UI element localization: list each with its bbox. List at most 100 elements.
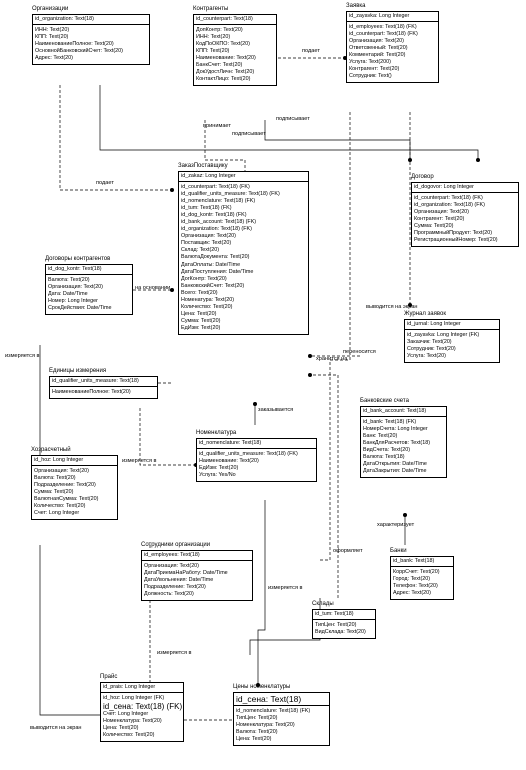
entity-key: id_сена: Text(18): [234, 693, 329, 706]
entity-attr: id_dog_kontr: Text(18) (FK): [181, 212, 247, 219]
entity-title: Склады: [312, 601, 334, 607]
entity-attr: Банк: Text(20): [363, 433, 398, 440]
entity-attr: Валюта: Text(20): [236, 729, 278, 736]
entity-attr: Заказчик: Text(20): [407, 339, 452, 346]
entity-box: id_zayavka: Long Integer id_employees: T…: [346, 11, 439, 84]
entity-bankovskie-scheta[interactable]: Банковские счета id_bank_account: Text(1…: [360, 398, 447, 479]
relation-label: характеризует: [377, 522, 415, 528]
entity-attr: id_counterpart: Text(18) (FK): [349, 31, 418, 38]
entity-edinicy-izmereniya[interactable]: Единицы измерения id_qualifier_units_mea…: [49, 368, 158, 400]
entity-attr: id_counterpart: Text(18) (FK): [181, 184, 250, 190]
entity-attr: РегистрационныйНомер: Text(20): [414, 237, 498, 244]
entity-attr: ИНН: Text(20): [35, 27, 70, 33]
entity-hozraschetnyj[interactable]: Хозрасчетный id_hoz: Long Integer Органи…: [31, 447, 118, 521]
entity-dogovor[interactable]: Договор id_dogovor: Long Integer id_coun…: [411, 174, 519, 248]
entity-title: Организации: [32, 6, 69, 12]
entity-attr: Город: Text(20): [393, 576, 431, 583]
relation-label: измеряется в: [157, 650, 192, 656]
entity-box: id_tum: Text(18) ТипЦен: Text(20) ВидСкл…: [312, 609, 376, 640]
entity-attr: ИНН: Text(20): [196, 34, 231, 41]
entity-attr: Цена: Text(20): [103, 725, 139, 732]
entity-attr: Комментарий: Text(20): [349, 52, 406, 59]
entity-attr: Ответсвенный: Text(20): [349, 45, 408, 52]
entity-kontragenty[interactable]: Контрагенты id_counterpart: Text(18) Доп…: [193, 6, 277, 87]
relation-label: подписывает: [276, 116, 310, 122]
entity-key: id_dogovor: Long Integer: [412, 183, 518, 193]
entity-zhurnal-zayavok[interactable]: Журнал заявок id_jurnal: Long Integer id…: [404, 311, 500, 364]
entity-attr: id_employees: Text(18) (FK): [349, 24, 417, 30]
entity-attrs: id_hoz: Long Integer (FK) id_сена: Text(…: [101, 693, 183, 741]
entity-title: Контрагенты: [193, 6, 229, 12]
entity-box: id_dogovor: Long Integer id_counterpart:…: [411, 182, 519, 248]
entity-attr: ДатаОплаты: Date/Time: [181, 261, 241, 268]
entity-attr: Цена: Text(20): [236, 736, 272, 743]
entity-attrs: id_qualifier_units_measure: Text(18) (FK…: [197, 449, 316, 481]
entity-title: ЗаказПоставщику: [178, 163, 228, 169]
entity-attr: ЕдИзм: Text(20): [199, 465, 239, 472]
entity-prais[interactable]: Прайс id_prais: Long Integer id_hoz: Lon…: [100, 674, 184, 743]
entity-attr: Услуга: Text(200): [349, 59, 391, 66]
entity-attr: ПрограммныйПродукт: Text(20): [414, 230, 493, 237]
entity-attrs: id_bank: Text(18) (FK) НомерСчета: Long …: [361, 417, 446, 477]
entity-attrs: ТипЦен: Text(20) ВидСклада: Text(20): [313, 620, 375, 638]
entity-banki[interactable]: Банки id_bank: Text(18) КоррСчет: Text(2…: [390, 548, 454, 601]
entity-attr: id_qualifier_units_measure: Text(18) (FK…: [199, 451, 298, 457]
entity-key: id_counterpart: Text(18): [194, 15, 276, 25]
entity-attr: Валюта: Text(18): [363, 454, 405, 461]
entity-sotrudniki-organizacii[interactable]: Сотрудники организации id_employees: Tex…: [141, 542, 253, 602]
entity-box: id_bank_account: Text(18) id_bank: Text(…: [360, 406, 447, 479]
entity-attr: id_organization: Text(18) (FK): [181, 226, 252, 233]
entity-attr: Валюта: Text(20): [48, 277, 90, 283]
entity-attrs: id_employees: Text(18) (FK) id_counterpa…: [347, 22, 438, 82]
entity-attr: Количество: Text(20): [34, 503, 86, 510]
entity-key: id_hoz: Long Integer: [32, 456, 117, 466]
entity-attr: Номенатура: Text(20): [181, 296, 235, 303]
entity-attr: БанковскийСчет: Text(20): [181, 282, 245, 289]
entity-attr: НаименованиеПолное: Text(20): [52, 389, 131, 395]
entity-nomenklatura[interactable]: Номенклатура id_nomenclature: Text(18) i…: [196, 430, 317, 483]
entity-attr: ТипЦен: Text(20): [236, 715, 278, 722]
entity-attr: НомерСчета: Long Integer: [363, 426, 428, 433]
entity-attrs: Валюта: Text(20) Организация: Text(20) Д…: [46, 275, 132, 314]
relation-label: подает: [96, 180, 114, 186]
entity-attr: Наименование: Text(20): [199, 458, 259, 465]
entity-attr: Сотрудник: Text(20): [407, 346, 456, 353]
entity-attr: Сумма: Text(20): [414, 223, 454, 230]
relation-label: оформляет: [333, 548, 363, 554]
entity-attr: ВалютаДокумента: Text(20): [181, 254, 250, 261]
entity-zakaz-postavshiku[interactable]: ЗаказПоставщику id_zakaz: Long Integer i…: [178, 163, 309, 335]
entity-box: id_organization: Text(18) ИНН: Text(20) …: [32, 14, 150, 66]
entity-attr: Цена: Text(20): [181, 310, 217, 317]
entity-attrs: Организация: Text(20) ДатаПриемаНаРаботу…: [142, 561, 252, 600]
entity-title: Банки: [390, 548, 407, 554]
entity-attrs: ДопКонтр: Text(20) ИНН: Text(20) КодПоОК…: [194, 25, 276, 85]
entity-attr: Счет: Long Integer: [103, 711, 149, 718]
entity-key: id_organization: Text(18): [33, 15, 149, 25]
relation-label: измеряется в: [122, 458, 157, 464]
entity-dogovory-kontragentov[interactable]: Договоры контрагентов id_dog_kontr: Text…: [45, 256, 133, 316]
entity-box: id_nomenclature: Text(18) id_qualifier_u…: [196, 438, 317, 483]
entity-attr: Сумма: Text(20): [181, 317, 221, 324]
entity-attr: ДатаОткрытия: Date/Time: [363, 461, 427, 468]
entity-box: id_prais: Long Integer id_hoz: Long Inte…: [100, 682, 184, 743]
entity-box: id_qualifier_units_measure: Text(18) Наи…: [49, 376, 158, 400]
entity-attrs: КоррСчет: Text(20) Город: Text(20) Телеф…: [391, 567, 453, 599]
entity-attr: Номенклатура: Text(20): [236, 722, 295, 729]
entity-attr: ВидСчета: Text(20): [363, 447, 411, 454]
entity-key: id_zayavka: Long Integer: [347, 12, 438, 22]
entity-attr: СрокДействия: Date/Time: [48, 305, 112, 312]
relation-label: измеряется в: [268, 585, 303, 591]
entity-attr: Организация: Text(20): [414, 209, 469, 216]
entity-attr: Количество: Text(20): [181, 303, 233, 310]
entity-attrs: id_counterpart: Text(18) (FK) id_organiz…: [412, 193, 518, 246]
entity-attr: Количество: Text(20): [103, 732, 155, 739]
entity-attr: КонтактЛицо: Text(20): [196, 76, 251, 83]
entity-attr: ЕдИзм: Text(20): [181, 324, 221, 331]
entity-sklady[interactable]: Склады id_tum: Text(18) ТипЦен: Text(20)…: [312, 601, 376, 640]
entity-title: Номенклатура: [196, 430, 237, 436]
entity-organizacii[interactable]: Организации id_organization: Text(18) ИН…: [32, 6, 150, 66]
entity-ceny-nomenklatury[interactable]: Цены номенклатуры id_сена: Text(18) id_n…: [233, 684, 330, 747]
entity-box: id_bank: Text(18) КоррСчет: Text(20) Гор…: [390, 556, 454, 601]
entity-zayavka[interactable]: Заявка id_zayavka: Long Integer id_emplo…: [346, 3, 439, 84]
entity-attr: БанкСчет: Text(20): [196, 62, 243, 69]
